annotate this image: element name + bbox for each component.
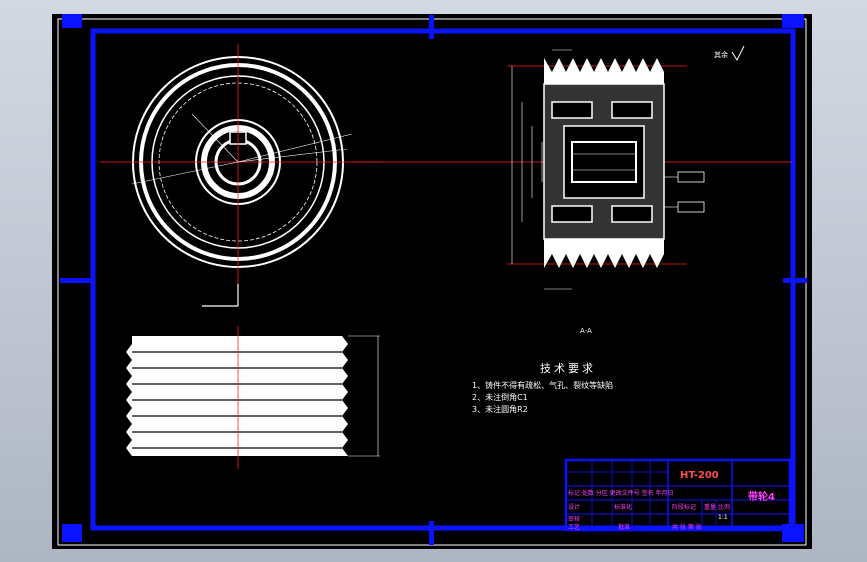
tech-req-item-3: 3、未注圆角R2 — [472, 405, 528, 414]
title-block-review: 审核 — [568, 516, 581, 523]
section-label: A-A — [580, 327, 592, 335]
tech-req-title: 技术要求 — [540, 362, 596, 375]
side-view-profile — [126, 326, 380, 469]
front-view-pulley — [100, 44, 382, 307]
drawing-sheet[interactable]: 技术要求 1、铸件不得有疏松、气孔、裂纹等缺陷 2、未注倒角C1 3、未注圆角R… — [52, 14, 812, 549]
part-name-label: 带轮4 — [748, 492, 775, 503]
title-block-process: 工艺 — [568, 524, 581, 531]
title-block-standardize: 标准化 — [614, 504, 633, 511]
title-block-row-headers: 标记 处数 分区 更改文件号 签名 年月日 — [568, 490, 674, 497]
title-block-scale: 比例 — [718, 504, 731, 511]
corner-markers — [60, 14, 807, 545]
roughness-note: 其余 — [714, 51, 728, 59]
tech-req-item-2: 2、未注倒角C1 — [472, 393, 528, 402]
title-block-scale-value: 1:1 — [718, 514, 728, 521]
section-view — [352, 45, 792, 290]
material-label: HT-200 — [680, 470, 719, 481]
outer-frame — [57, 18, 807, 546]
drawing-canvas — [57, 14, 807, 546]
title-block-design: 设计 — [568, 504, 581, 511]
tech-req-item-1: 1、铸件不得有疏松、气孔、裂纹等缺陷 — [472, 381, 614, 390]
tech-requirements: 技术要求 1、铸件不得有疏松、气孔、裂纹等缺陷 2、未注倒角C1 3、未注圆角R… — [472, 360, 613, 416]
title-block-stage-mark: 阶段标记 — [672, 504, 697, 511]
title-block — [564, 458, 792, 532]
title-block-sheets: 共 张 第 张 — [672, 524, 702, 531]
title-block-weight: 重量 — [704, 504, 717, 511]
title-block-approve: 批准 — [618, 524, 631, 531]
